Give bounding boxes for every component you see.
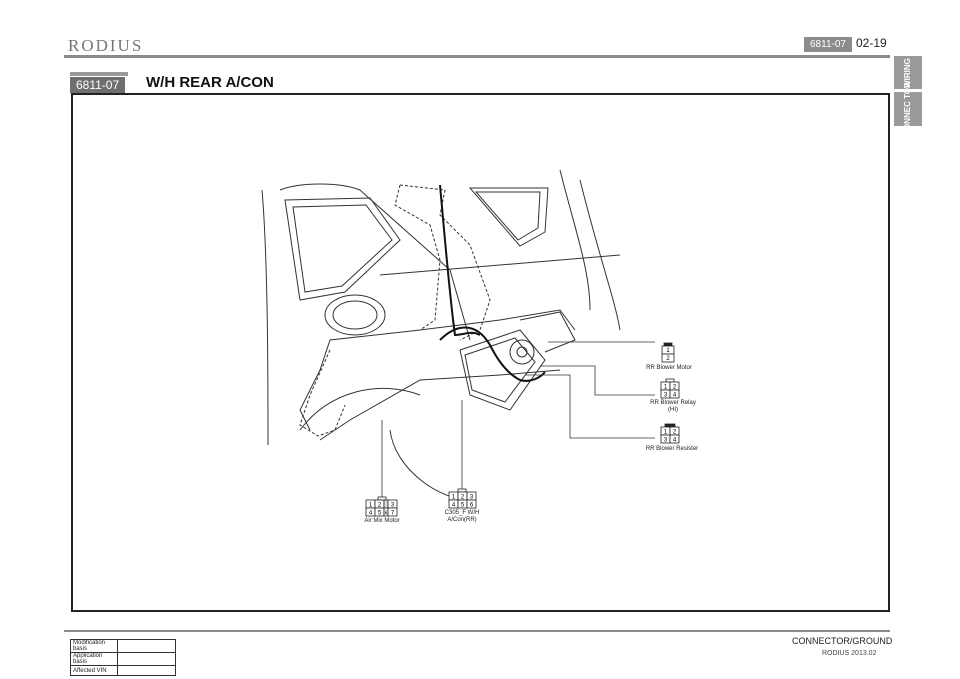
- duct-top: [299, 309, 576, 431]
- label-air-mix-motor: Air Mix Motor: [364, 518, 400, 524]
- pin-label: 5: [461, 503, 465, 509]
- table-cell: [117, 639, 176, 653]
- section-code-badge: 6811-07: [804, 37, 852, 52]
- connector-air-mix-motor: [365, 496, 398, 517]
- label-c305-f: C305_F W/H A/Con(RR): [444, 510, 480, 523]
- table-row: Affected VIN: [70, 665, 176, 676]
- pin-label: 1: [369, 503, 373, 509]
- connector-rr-blower-relay: [660, 378, 680, 399]
- table-row: Application basis: [70, 652, 176, 666]
- table-cell: [117, 665, 176, 676]
- title-code: 6811-07: [76, 78, 120, 92]
- pin-label: 1: [664, 385, 668, 391]
- pin-label: 6: [470, 503, 474, 509]
- body-pillar: [279, 183, 471, 341]
- harness-route-left: [394, 184, 441, 331]
- pin-label: 2: [461, 495, 465, 501]
- pin-label: 3: [470, 495, 474, 501]
- pin-label: 4: [452, 503, 456, 509]
- pin-label: 2: [666, 356, 670, 362]
- rear-window-right: [468, 187, 549, 247]
- pin-label: 5: [378, 511, 382, 517]
- pin-label: 2: [673, 385, 677, 391]
- blower-unit: [459, 329, 546, 411]
- header-divider: [64, 55, 890, 58]
- blower-motor: [509, 339, 535, 365]
- table-cell: Modification basis: [70, 639, 118, 653]
- diagram-frame: [71, 93, 890, 612]
- pin-label: 3: [391, 503, 395, 509]
- body-left-edge: [261, 189, 269, 446]
- duct-bottom: [319, 369, 561, 441]
- label-rr-blower-relay: RR Blower Relay (HI): [650, 400, 696, 413]
- table-cell: Application basis: [70, 652, 118, 666]
- pin-label: 4: [369, 511, 373, 517]
- pin-label: 7: [391, 511, 395, 517]
- footer-edition: RODIUS 2013.02: [822, 650, 877, 657]
- table-cell: [117, 652, 176, 666]
- rear-window-right-inner: [474, 191, 541, 241]
- page-number: 02-19: [856, 36, 887, 50]
- revision-info-table: Modification basis Application basis Aff…: [70, 639, 176, 676]
- blower-unit-inner: [464, 337, 536, 403]
- brand-logo: RODIUS: [68, 36, 144, 55]
- connector-rr-blower-motor: [661, 342, 675, 363]
- blower-motor-hub: [516, 346, 528, 358]
- pin-label: 2: [378, 503, 382, 509]
- page-title: W/H REAR A/CON: [146, 74, 274, 91]
- wheel-arch: [299, 388, 421, 431]
- connector-c305-f: [448, 488, 477, 509]
- pin-label: 4: [673, 393, 677, 399]
- pin-label: 1: [452, 495, 456, 501]
- label-rr-blower-resister: RR Blower Resister: [645, 446, 699, 452]
- pin-label: 1: [666, 348, 670, 354]
- speaker-grille-inner: [332, 300, 378, 330]
- label-rr-blower-motor: RR Blower Motor: [646, 365, 692, 371]
- pin-label: 6: [385, 511, 388, 517]
- table-row: Modification basis: [70, 639, 176, 653]
- tab-wiring[interactable]: WIRING: [894, 56, 922, 89]
- pin-label: 4: [673, 438, 677, 444]
- footer-divider: [64, 630, 890, 632]
- title-badge-accent: [70, 72, 128, 76]
- connector-rr-blower-resister: [660, 423, 680, 444]
- title-code-badge: 6811-07: [70, 72, 128, 93]
- harness-route-upper: [399, 184, 491, 341]
- pin-label: 3: [664, 393, 668, 399]
- pin-label: 1: [664, 430, 668, 436]
- footer-section-title: CONNECTOR/GROUND: [792, 636, 893, 646]
- harness-route-lower: [299, 349, 346, 437]
- harness-branch: [439, 326, 546, 382]
- speaker-grille: [324, 294, 386, 336]
- roof-line: [379, 254, 621, 276]
- blower-housing: [519, 311, 576, 353]
- body-rear-pillar: [559, 169, 591, 311]
- main-harness: [439, 184, 481, 337]
- rear-window-left-inner: [292, 204, 393, 293]
- pin-label: 3: [664, 438, 668, 444]
- pin-label: 2: [673, 430, 677, 436]
- tab-connector[interactable]: CONNEC TOR: [894, 82, 922, 136]
- body-rear-edge: [579, 179, 621, 331]
- leader-blower-resister: [525, 374, 655, 439]
- rear-window-left: [284, 197, 401, 301]
- leader-blower-relay: [540, 365, 655, 396]
- table-cell: Affected VIN: [70, 665, 118, 676]
